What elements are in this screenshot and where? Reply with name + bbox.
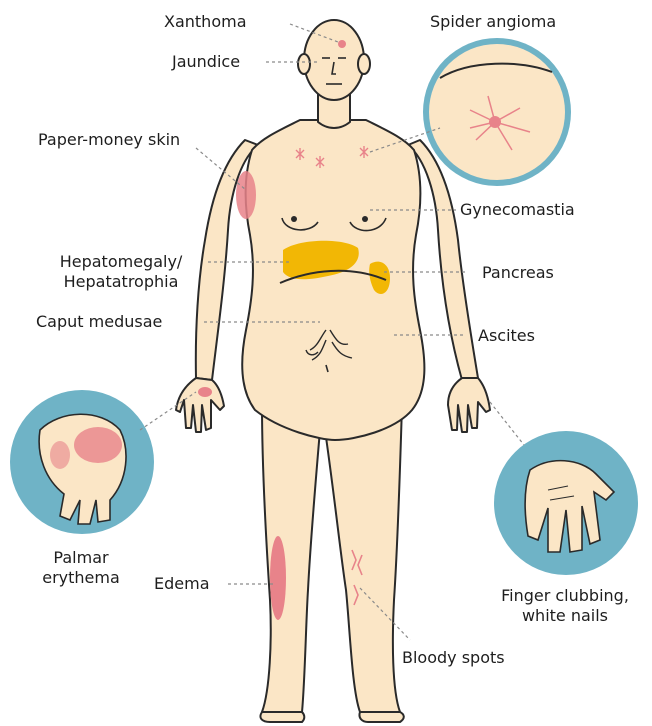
label-hepatomegaly-line1: Hepatomegaly/ <box>36 252 206 272</box>
leader-finger <box>490 402 524 445</box>
right-hand <box>448 378 490 432</box>
paper-money-skin-patch <box>236 171 256 219</box>
left-leg <box>262 405 320 715</box>
label-caput-medusae: Caput medusae <box>36 312 162 332</box>
torso <box>242 120 424 440</box>
left-hand <box>176 378 224 432</box>
label-finger-line2: white nails <box>482 606 648 626</box>
right-leg <box>325 405 402 715</box>
label-bloody-spots: Bloody spots <box>402 648 505 668</box>
label-jaundice: Jaundice <box>172 52 240 72</box>
left-nipple <box>291 216 297 222</box>
right-ear <box>358 54 370 74</box>
label-palmar-line1: Palmar <box>16 548 146 568</box>
label-spider-angioma: Spider angioma <box>430 12 556 32</box>
label-pancreas: Pancreas <box>482 263 554 283</box>
label-hepatomegaly: Hepatomegaly/ Hepatatrophia <box>36 252 206 292</box>
xanthoma-spot <box>338 40 346 48</box>
spider-angioma-inset <box>423 38 571 186</box>
finger-clubbing-inset <box>494 431 638 575</box>
label-gynecomastia: Gynecomastia <box>460 200 575 220</box>
left-ear <box>298 54 310 74</box>
label-palmar-line2: erythema <box>16 568 146 588</box>
hand-redness <box>198 387 212 397</box>
label-xanthoma: Xanthoma <box>164 12 247 32</box>
label-palmar-erythema: Palmar erythema <box>16 548 146 588</box>
edema-patch <box>270 536 286 620</box>
left-foot <box>260 712 304 722</box>
label-ascites: Ascites <box>478 326 535 346</box>
right-foot <box>359 712 403 722</box>
label-finger-clubbing: Finger clubbing, white nails <box>482 586 648 626</box>
palmar-erythema-inset <box>10 390 154 534</box>
label-edema: Edema <box>154 574 210 594</box>
label-finger-line1: Finger clubbing, <box>482 586 648 606</box>
label-paper-money-skin: Paper-money skin <box>38 130 180 150</box>
right-nipple <box>362 216 368 222</box>
label-hepatomegaly-line2: Hepatatrophia <box>36 272 206 292</box>
